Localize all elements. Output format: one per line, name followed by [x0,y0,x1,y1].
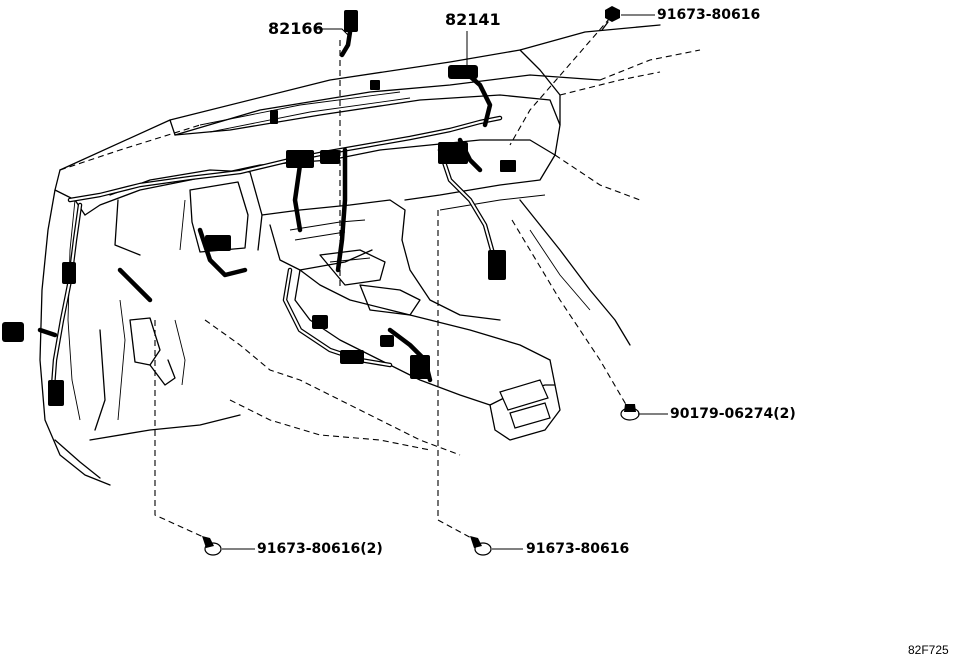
bolt-icon [470,536,492,556]
reference-lines [154,17,629,541]
callout-90179-06274: 90179-06274(2) [670,406,796,422]
callout-82141: 82141 [445,10,501,29]
callout-91673-80616-top: 91673-80616 [657,7,761,23]
connector-icon [270,110,278,124]
connector-icon [205,235,231,251]
connector-icon [340,350,364,364]
pedal-area [94,299,186,431]
callout-91673-80616-2: 91673-80616(2) [257,541,383,557]
connector-icon [488,250,506,280]
callout-82166: 82166 [268,19,324,38]
clip-icon [620,404,640,421]
connector-icon [410,355,430,379]
callout-91673-80616-bottom: 91673-80616 [526,541,630,557]
main-wire-harness [37,69,503,403]
center-console-outline [54,249,561,479]
connector-icon [62,262,76,284]
connector-icon [286,150,314,168]
connector-icon [48,380,64,406]
bolt-icon [601,6,620,31]
connector-icon [344,10,358,32]
connector-icon [370,80,380,90]
connector-icon [448,65,478,79]
bolt-icon [202,536,222,556]
connector-icon [320,150,340,164]
connectors [2,10,516,406]
connector-icon [438,142,468,164]
leader-lines [222,14,668,550]
figure-code: 82F725 [908,643,949,657]
fasteners [202,6,640,556]
connector-icon [2,322,24,342]
connector-icon [312,315,328,329]
connector-icon [500,160,516,172]
connector-icon [380,335,394,347]
